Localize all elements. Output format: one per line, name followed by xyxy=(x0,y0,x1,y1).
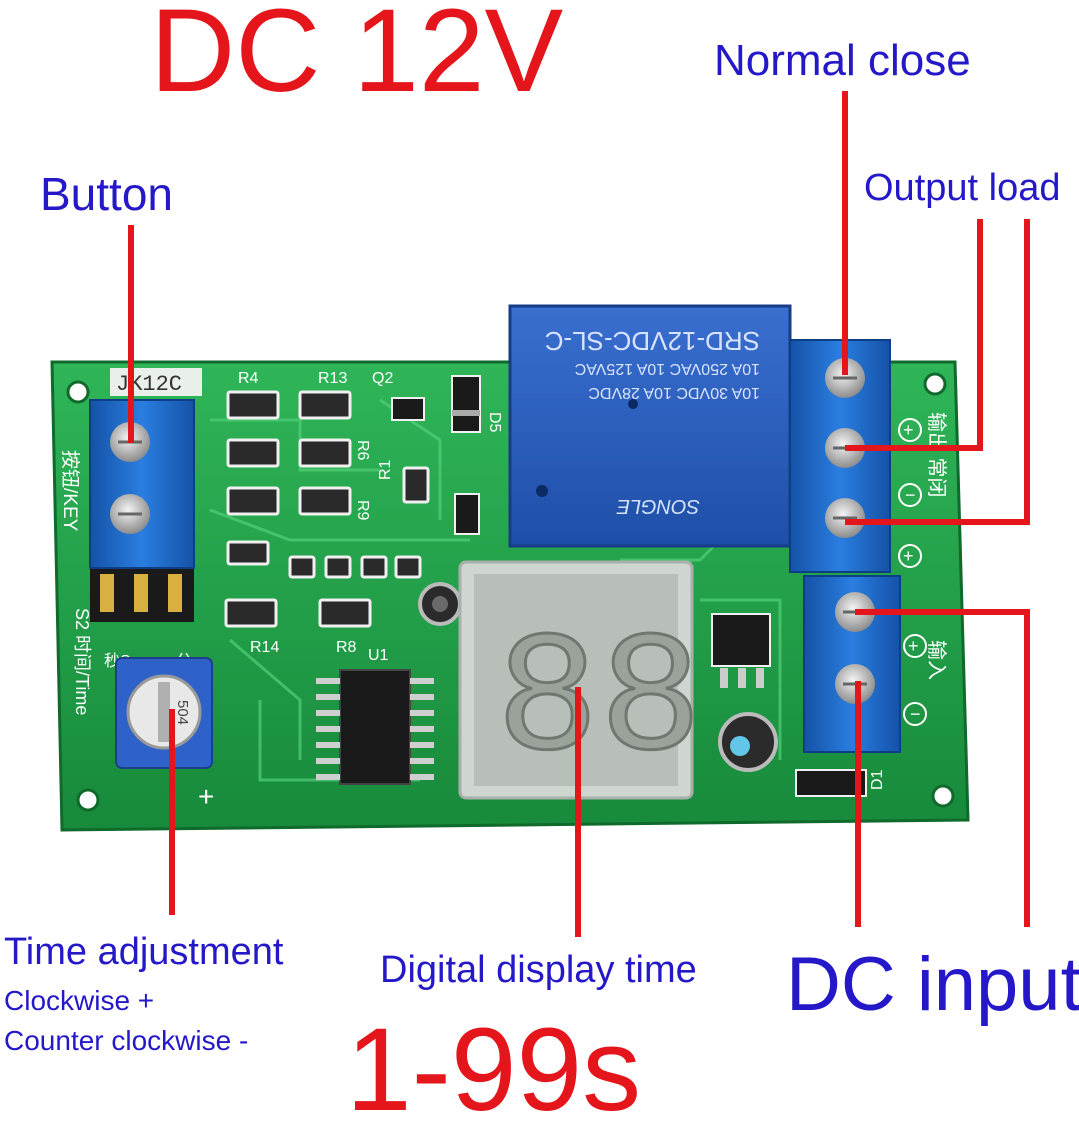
seven-segment-display: 88 xyxy=(458,560,704,802)
pointer-lines xyxy=(128,91,1030,937)
svg-text:输出 常闭: 输出 常闭 xyxy=(925,412,948,498)
diode-d5 xyxy=(451,375,481,433)
headline-voltage: DC 12V xyxy=(150,0,564,117)
diode-d6 xyxy=(454,493,480,535)
svg-text:+: + xyxy=(903,420,914,440)
output-terminal-block xyxy=(789,339,891,573)
svg-text:S2 时间/Time: S2 时间/Time xyxy=(72,608,92,715)
svg-text:按钮/KEY: 按钮/KEY xyxy=(59,450,81,532)
label-counter-clockwise: Counter clockwise - xyxy=(4,1025,249,1056)
svg-text:R8: R8 xyxy=(336,639,357,656)
model-label: JK12C xyxy=(116,372,182,397)
label-output-load: Output load xyxy=(864,167,1061,209)
pointer-output-load-b xyxy=(845,219,1030,525)
svg-text:504: 504 xyxy=(174,700,191,725)
ic-u1 xyxy=(316,669,434,785)
smd-resistors xyxy=(224,390,430,628)
svg-text:+: + xyxy=(908,636,919,656)
svg-text:R13: R13 xyxy=(318,370,347,387)
jumper-header xyxy=(90,566,194,622)
transistor-q2 xyxy=(391,397,425,421)
svg-text:−: − xyxy=(905,485,916,505)
svg-text:D1: D1 xyxy=(869,769,886,790)
button-terminal-block xyxy=(89,399,195,569)
svg-text:+: + xyxy=(198,781,214,812)
svg-text:R4: R4 xyxy=(238,370,259,387)
label-button: Button xyxy=(40,168,173,220)
svg-text:R1: R1 xyxy=(377,459,394,480)
svg-text:+: + xyxy=(903,546,914,566)
svg-text:R6: R6 xyxy=(354,440,371,461)
label-time-adjustment: Time adjustment xyxy=(4,931,284,973)
label-dc-input: DC input xyxy=(786,942,1079,1027)
relay: SRD-12VDC-SL-C 10A 250VAC 10A 125VAC 10A… xyxy=(508,304,792,548)
capacitor-small xyxy=(418,582,462,626)
svg-text:88: 88 xyxy=(496,605,702,800)
pointer-dc-input-b xyxy=(855,609,1030,927)
pointer-output-load-a xyxy=(845,219,983,451)
voltage-regulator xyxy=(711,613,771,688)
svg-text:SONGLE: SONGLE xyxy=(616,495,700,517)
svg-text:SRD-12VDC-SL-C: SRD-12VDC-SL-C xyxy=(545,326,760,356)
svg-text:U1: U1 xyxy=(368,647,389,664)
svg-text:−: − xyxy=(910,704,921,724)
label-digital-display: Digital display time xyxy=(380,949,697,991)
footer-range: 1-99s xyxy=(346,1004,642,1136)
svg-text:10A 250VAC 10A 125VAC: 10A 250VAC 10A 125VAC xyxy=(575,360,760,377)
diode-d1 xyxy=(795,769,867,797)
svg-text:D5: D5 xyxy=(486,412,503,433)
label-clockwise: Clockwise + xyxy=(4,985,155,1016)
input-terminal-block xyxy=(803,575,901,753)
potentiometer: 504 + xyxy=(115,657,214,812)
capacitor-large xyxy=(718,712,778,772)
svg-text:R14: R14 xyxy=(250,639,279,656)
label-normal-close: Normal close xyxy=(714,36,971,85)
svg-text:输入: 输入 xyxy=(925,640,948,680)
svg-text:Q2: Q2 xyxy=(372,370,393,387)
svg-text:10A 30VDC 10A 28VDC: 10A 30VDC 10A 28VDC xyxy=(588,384,760,401)
svg-text:R9: R9 xyxy=(354,500,371,521)
